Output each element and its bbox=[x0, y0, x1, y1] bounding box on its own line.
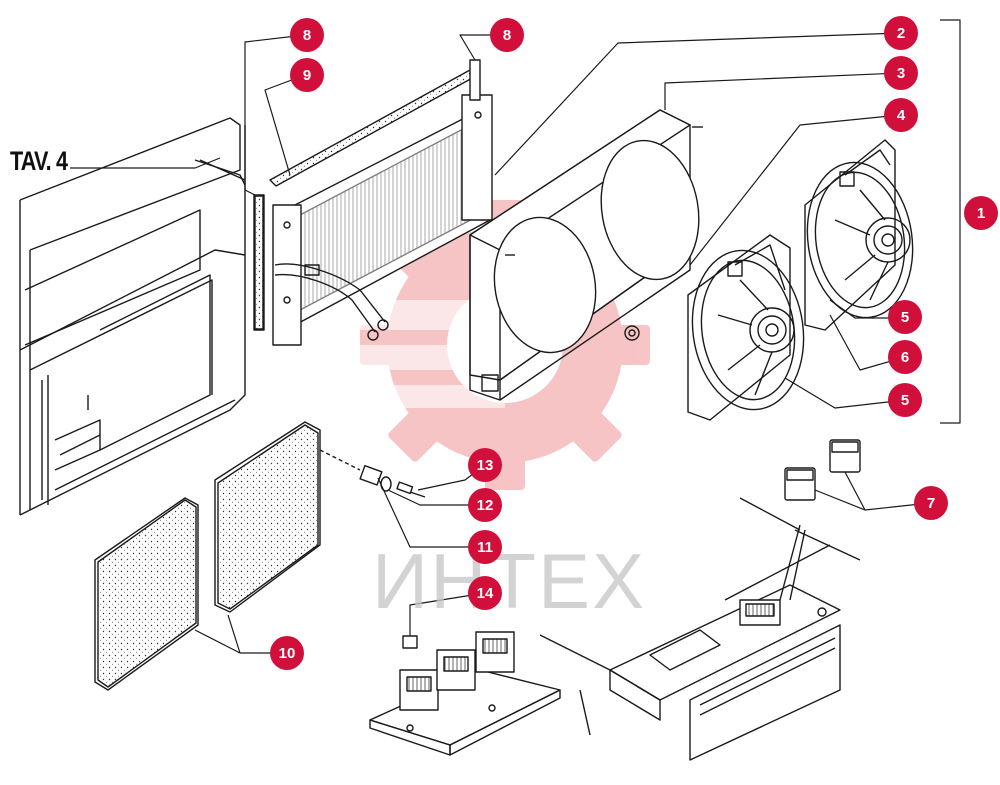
callout-4[interactable]: 4 bbox=[884, 98, 918, 132]
callout-8-left[interactable]: 8 bbox=[290, 18, 324, 52]
callout-5-upper[interactable]: 5 bbox=[888, 300, 922, 334]
callout-2[interactable]: 2 bbox=[884, 16, 918, 50]
callout-14[interactable]: 14 bbox=[468, 576, 502, 610]
callout-3[interactable]: 3 bbox=[884, 56, 918, 90]
cooling-fan-right bbox=[798, 140, 923, 330]
vehicle-front-frame bbox=[20, 118, 245, 515]
foam-pad-rear bbox=[215, 422, 320, 612]
callout-10[interactable]: 10 bbox=[270, 636, 304, 670]
relay-base-connector bbox=[370, 632, 560, 755]
seal-strip-left bbox=[254, 195, 264, 330]
relay-pair bbox=[785, 440, 860, 500]
plate-title: TAV. 4 bbox=[10, 146, 68, 176]
callout-7[interactable]: 7 bbox=[914, 486, 948, 520]
cooling-fan-left bbox=[682, 235, 813, 420]
callout-13[interactable]: 13 bbox=[468, 448, 502, 482]
callout-12[interactable]: 12 bbox=[468, 488, 502, 522]
watermark-text: ИНТЕХ bbox=[372, 537, 647, 625]
condenser bbox=[273, 60, 492, 345]
control-unit-bracket bbox=[540, 498, 860, 760]
callout-11[interactable]: 11 bbox=[468, 530, 502, 564]
callout-9[interactable]: 9 bbox=[290, 58, 324, 92]
callout-5-lower[interactable]: 5 bbox=[888, 383, 922, 417]
foam-pad-front bbox=[95, 498, 198, 690]
fastener-set bbox=[320, 450, 425, 497]
callout-8-right[interactable]: 8 bbox=[490, 18, 524, 52]
small-clip bbox=[403, 636, 417, 648]
callout-6[interactable]: 6 bbox=[888, 340, 922, 374]
callout-1[interactable]: 1 bbox=[964, 196, 998, 230]
fan-shroud bbox=[470, 110, 709, 400]
